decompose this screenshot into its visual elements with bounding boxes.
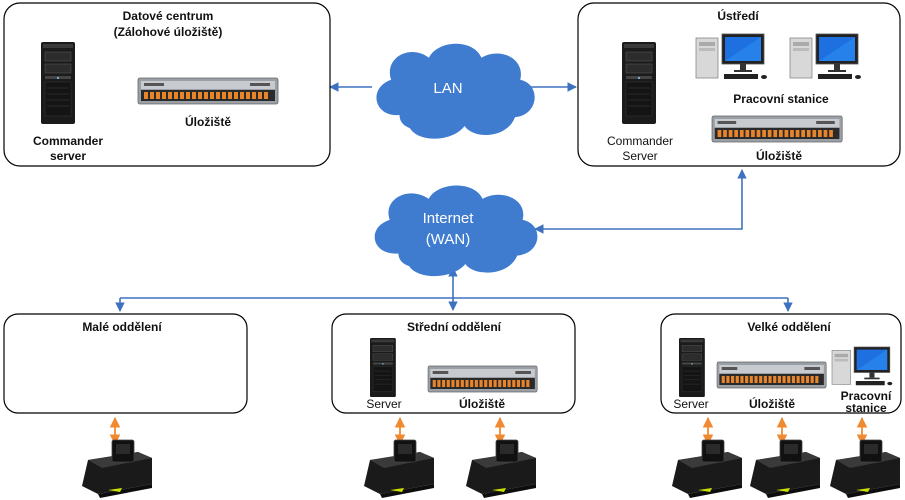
small-dept-title: Malé oddělení [82,320,162,334]
commander-server-icon [621,41,657,125]
small-dept-group: Malé oddělení [3,313,248,414]
large-dept-title: Velké oddělení [747,320,831,334]
docking-station-icon [749,439,821,499]
docking-station-icon [829,439,901,499]
dock-links [109,416,868,446]
medium-server-label: Server [366,397,401,411]
large-server-label: Server [673,397,708,411]
datacenter-subtitle: (Zálohové úložiště) [114,25,223,39]
commander-server-label-1: Commander [33,134,103,148]
medium-storage-label: Úložiště [459,396,505,411]
lan-cloud: LAN [376,43,535,139]
storage-icon [427,365,538,393]
hq-server-label-1: Commander [607,134,673,148]
small-dept-box [3,313,248,414]
large-dept-group: Velké oddělení Server Úložiště Pracovní … [660,313,902,415]
network-links [115,82,793,312]
docking-station-icon [81,439,153,499]
wan-hq-link [534,169,747,234]
datacenter-title: Datové centrum [123,9,214,23]
large-storage-label: Úložiště [749,396,795,411]
docking-station-icon [671,439,743,499]
docking-stations [81,439,901,499]
storage-icon [137,77,279,105]
docking-station-icon [363,439,435,499]
medium-dept-group: Střední oddělení Server Úložiště [331,313,576,414]
medium-dept-title: Střední oddělení [407,320,502,334]
server-icon [369,337,397,398]
wan-label-1: Internet [423,210,475,227]
large-ws-label-1: Pracovní [841,389,892,403]
hq-workstations-label: Pracovní stanice [733,92,829,106]
server-icon [678,337,706,398]
lan-label: LAN [433,80,462,97]
hq-group: Ústředí Pracovní stanice Commander Serve… [577,2,901,167]
docking-station-icon [465,439,537,499]
hq-server-label-2: Server [622,149,657,163]
commander-server-label-2: server [50,149,86,163]
hq-title: Ústředí [717,8,759,23]
wan-label-2: (WAN) [426,231,470,248]
datacenter-group: Datové centrum (Zálohové úložiště) Comma… [3,2,331,167]
wan-cloud: Internet (WAN) [374,185,538,277]
storage-icon [716,361,827,389]
commander-server-icon [40,41,76,125]
hq-storage-label: Úložiště [756,148,802,163]
datacenter-storage-label: Úložiště [185,114,231,129]
large-ws-label-2: stanice [845,401,887,415]
storage-icon [711,115,843,143]
